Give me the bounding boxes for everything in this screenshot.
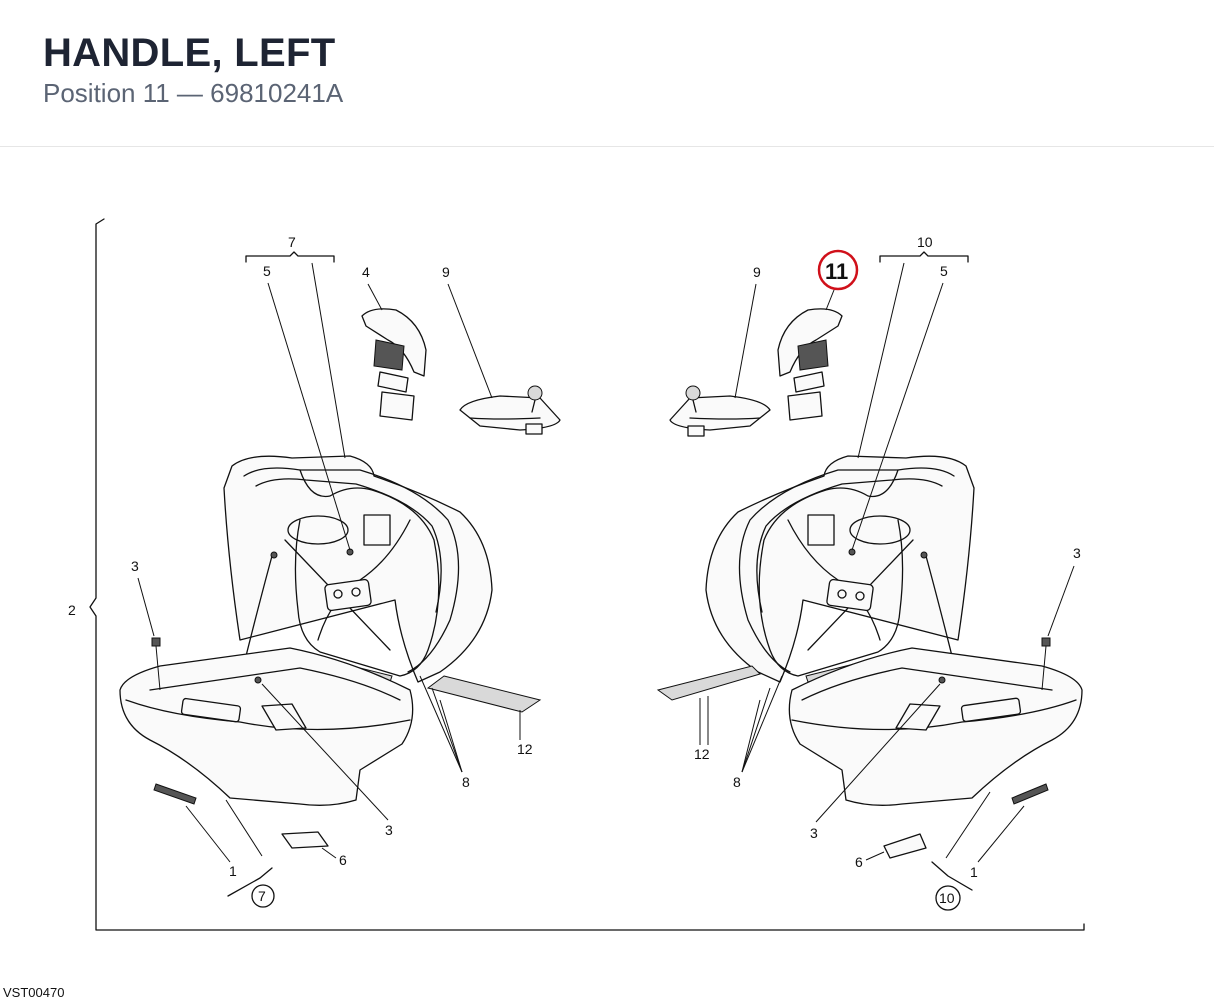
callout-10-text: 10: [939, 890, 955, 906]
handle-left-part: [777, 308, 843, 421]
right-side-case: [656, 308, 1083, 859]
highlight-circle-11: [817, 249, 859, 291]
bracket-10: [879, 251, 969, 263]
left-side-case: [119, 308, 561, 849]
label-12-right: 12: [694, 746, 710, 762]
highlight-label-11: 11: [825, 259, 848, 284]
label-4: 4: [362, 264, 370, 280]
exploded-parts-diagram: 2: [68, 218, 1085, 931]
label-1-left: 1: [229, 863, 237, 879]
label-6-left: 6: [339, 852, 347, 868]
page-subtitle: Position 11 — 69810241A: [43, 78, 344, 108]
callout-7: [251, 884, 275, 908]
label-6-right: 6: [855, 854, 863, 870]
label-8-left: 8: [462, 774, 470, 790]
bracket-7-bottom: [227, 867, 273, 897]
callout-10: [935, 885, 961, 911]
label-10-right: 10: [917, 234, 933, 250]
page-header: HANDLE, LEFT Position 11 — 69810241A: [0, 0, 1214, 147]
label-2: 2: [68, 602, 76, 618]
label-9-right: 9: [753, 264, 761, 280]
assembly-bracket-2: [89, 218, 1085, 931]
label-3-right-a: 3: [1073, 545, 1081, 561]
label-8-right: 8: [733, 774, 741, 790]
label-3-right-b: 3: [810, 825, 818, 841]
label-5-left: 5: [263, 263, 271, 279]
label-3-left-b: 3: [385, 822, 393, 838]
label-5-right: 5: [940, 263, 948, 279]
label-3-left-a: 3: [131, 558, 139, 574]
callout-7-text: 7: [258, 888, 266, 904]
label-1-right: 1: [970, 864, 978, 880]
label-9-left: 9: [442, 264, 450, 280]
drawing-code: VST00470: [3, 985, 65, 1000]
page-title: HANDLE, LEFT: [43, 31, 336, 75]
label-7-left: 7: [288, 234, 296, 250]
bracket-10-bottom: [931, 861, 973, 891]
label-12-left: 12: [517, 741, 533, 757]
bracket-7: [245, 251, 335, 263]
